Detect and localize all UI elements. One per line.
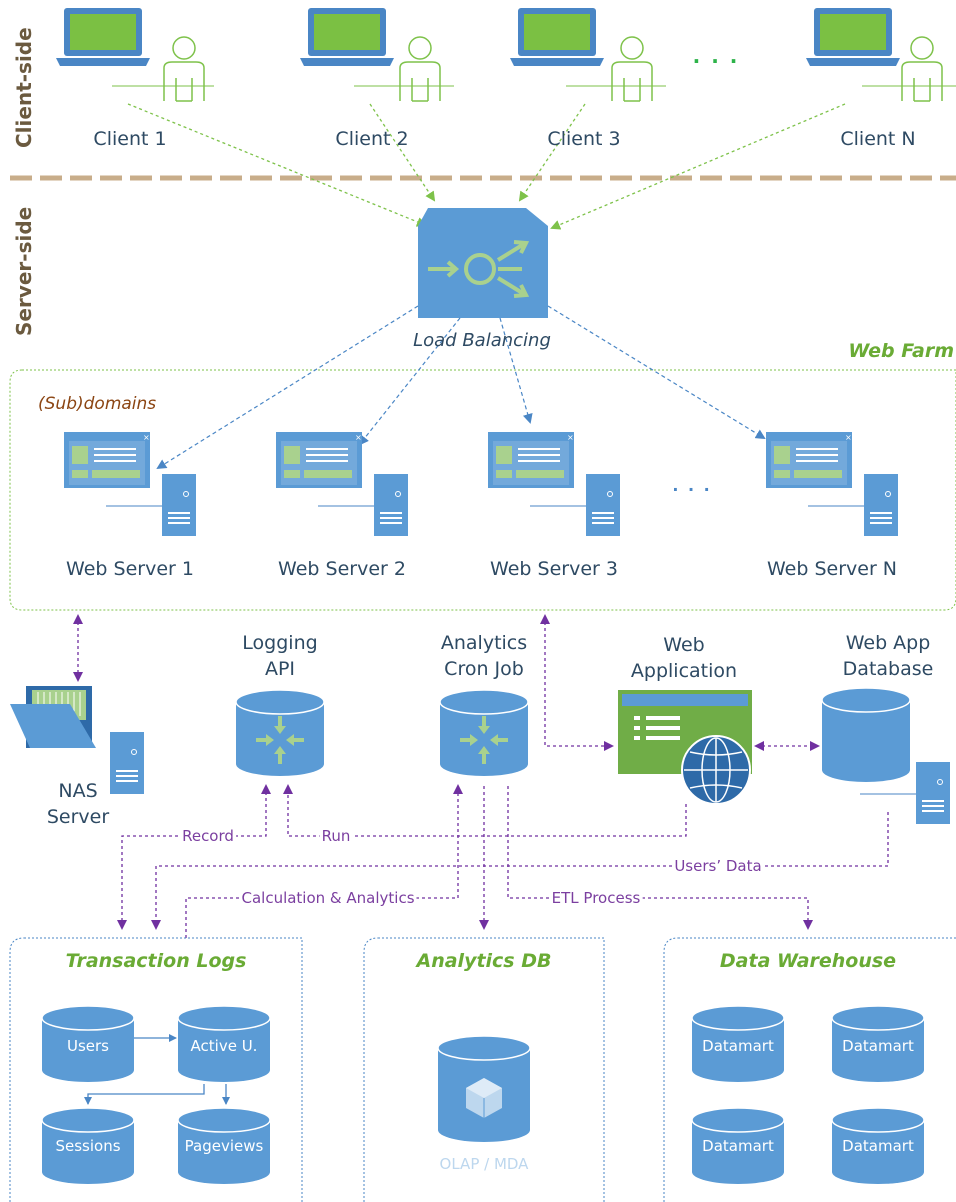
users-db-label: Users bbox=[66, 1037, 110, 1055]
run-edge-label: Run bbox=[319, 827, 353, 845]
calc-analytics-edge-label: Calculation & Analytics bbox=[239, 889, 417, 907]
load-balancing-label: Load Balancing bbox=[413, 330, 551, 351]
web-server-n-label: Web Server N bbox=[766, 558, 898, 580]
web-application-icon bbox=[618, 690, 752, 805]
nas-label-line1: NAS bbox=[58, 780, 98, 802]
logging-api-label-line1: Logging bbox=[242, 632, 318, 654]
pageviews-db-label: Pageviews bbox=[184, 1137, 264, 1155]
sessions-db-label: Sessions bbox=[55, 1137, 121, 1155]
load-balancer-icon bbox=[418, 208, 548, 318]
datamart-label: Datamart bbox=[842, 1137, 914, 1155]
data-warehouse-title: Data Warehouse bbox=[719, 950, 897, 972]
client-2-icon bbox=[300, 8, 454, 102]
datamart-db-icon bbox=[691, 1005, 785, 1082]
users-db-icon bbox=[41, 1005, 135, 1082]
analytics-db-box bbox=[363, 937, 605, 1202]
web-app-database-icon bbox=[821, 687, 951, 825]
analytics-cron-label-line2: Cron Job bbox=[444, 658, 524, 680]
pageviews-db-icon bbox=[177, 1107, 271, 1184]
client-2-label: Client 2 bbox=[335, 128, 409, 150]
olap-db-icon bbox=[437, 1035, 531, 1142]
datamart-label: Datamart bbox=[702, 1137, 774, 1155]
nas-label-line2: Server bbox=[46, 806, 110, 828]
users-data-edge-label: Users’ Data bbox=[672, 857, 764, 875]
datamart-label: Datamart bbox=[842, 1037, 914, 1055]
record-edge-label: Record bbox=[180, 827, 236, 845]
active-users-db-icon bbox=[177, 1005, 271, 1082]
client-1-label: Client 1 bbox=[93, 128, 167, 150]
web-server-2-label: Web Server 2 bbox=[278, 558, 406, 580]
web-server-3-label: Web Server 3 bbox=[490, 558, 618, 580]
nas-server-icon bbox=[10, 686, 145, 795]
datamart-db-icon bbox=[691, 1107, 785, 1184]
web-farm-box bbox=[9, 369, 956, 611]
web-server-1-label: Web Server 1 bbox=[66, 558, 194, 580]
analytics-db-title: Analytics DB bbox=[416, 950, 552, 972]
web-application-label-line2: Application bbox=[630, 660, 738, 682]
web-server-n-icon bbox=[766, 432, 899, 537]
client-3-icon bbox=[510, 8, 666, 102]
transaction-flow-arrows bbox=[84, 1034, 230, 1105]
sessions-db-icon bbox=[41, 1107, 135, 1184]
lb-arrows bbox=[156, 305, 766, 470]
client-ellipsis: . . . bbox=[692, 44, 740, 68]
web-application-label-line1: Web bbox=[663, 634, 705, 656]
datamart-db-icon bbox=[831, 1107, 925, 1184]
logging-api-label-line2: API bbox=[264, 658, 296, 680]
web-farm-title: Web Farm bbox=[848, 340, 954, 362]
globe-icon bbox=[681, 735, 751, 805]
cube-icon bbox=[466, 1078, 502, 1118]
transaction-logs-title: Transaction Logs bbox=[65, 950, 247, 972]
client-arrows bbox=[127, 103, 846, 230]
server-side-label: Server-side bbox=[12, 206, 36, 336]
etl-edge-label: ETL Process bbox=[549, 889, 643, 907]
datamart-db-icon bbox=[831, 1005, 925, 1082]
web-app-db-label-line1: Web App bbox=[845, 632, 931, 654]
datamart-label: Datamart bbox=[702, 1037, 774, 1055]
client-3-label: Client 3 bbox=[547, 128, 621, 150]
web-app-db-label-line2: Database bbox=[842, 658, 934, 680]
olap-caption: OLAP / MDA bbox=[439, 1155, 529, 1173]
client-1-icon bbox=[56, 8, 214, 102]
client-n-label: Client N bbox=[840, 128, 916, 150]
subdomains-label: (Sub)domains bbox=[38, 394, 157, 414]
active-users-db-label: Active U. bbox=[190, 1037, 258, 1055]
logging-api-icon bbox=[235, 689, 325, 776]
client-n-icon bbox=[806, 8, 956, 102]
data-warehouse-box bbox=[663, 937, 956, 1202]
web-server-1-icon bbox=[64, 432, 197, 537]
client-side-label: Client-side bbox=[12, 27, 36, 148]
transaction-logs-box bbox=[9, 937, 303, 1202]
web-server-3-icon bbox=[488, 432, 621, 537]
analytics-cron-label-line1: Analytics bbox=[440, 632, 528, 654]
analytics-cron-icon bbox=[439, 689, 529, 776]
web-server-2-icon bbox=[276, 432, 409, 537]
web-server-ellipsis: . . . bbox=[672, 476, 712, 495]
